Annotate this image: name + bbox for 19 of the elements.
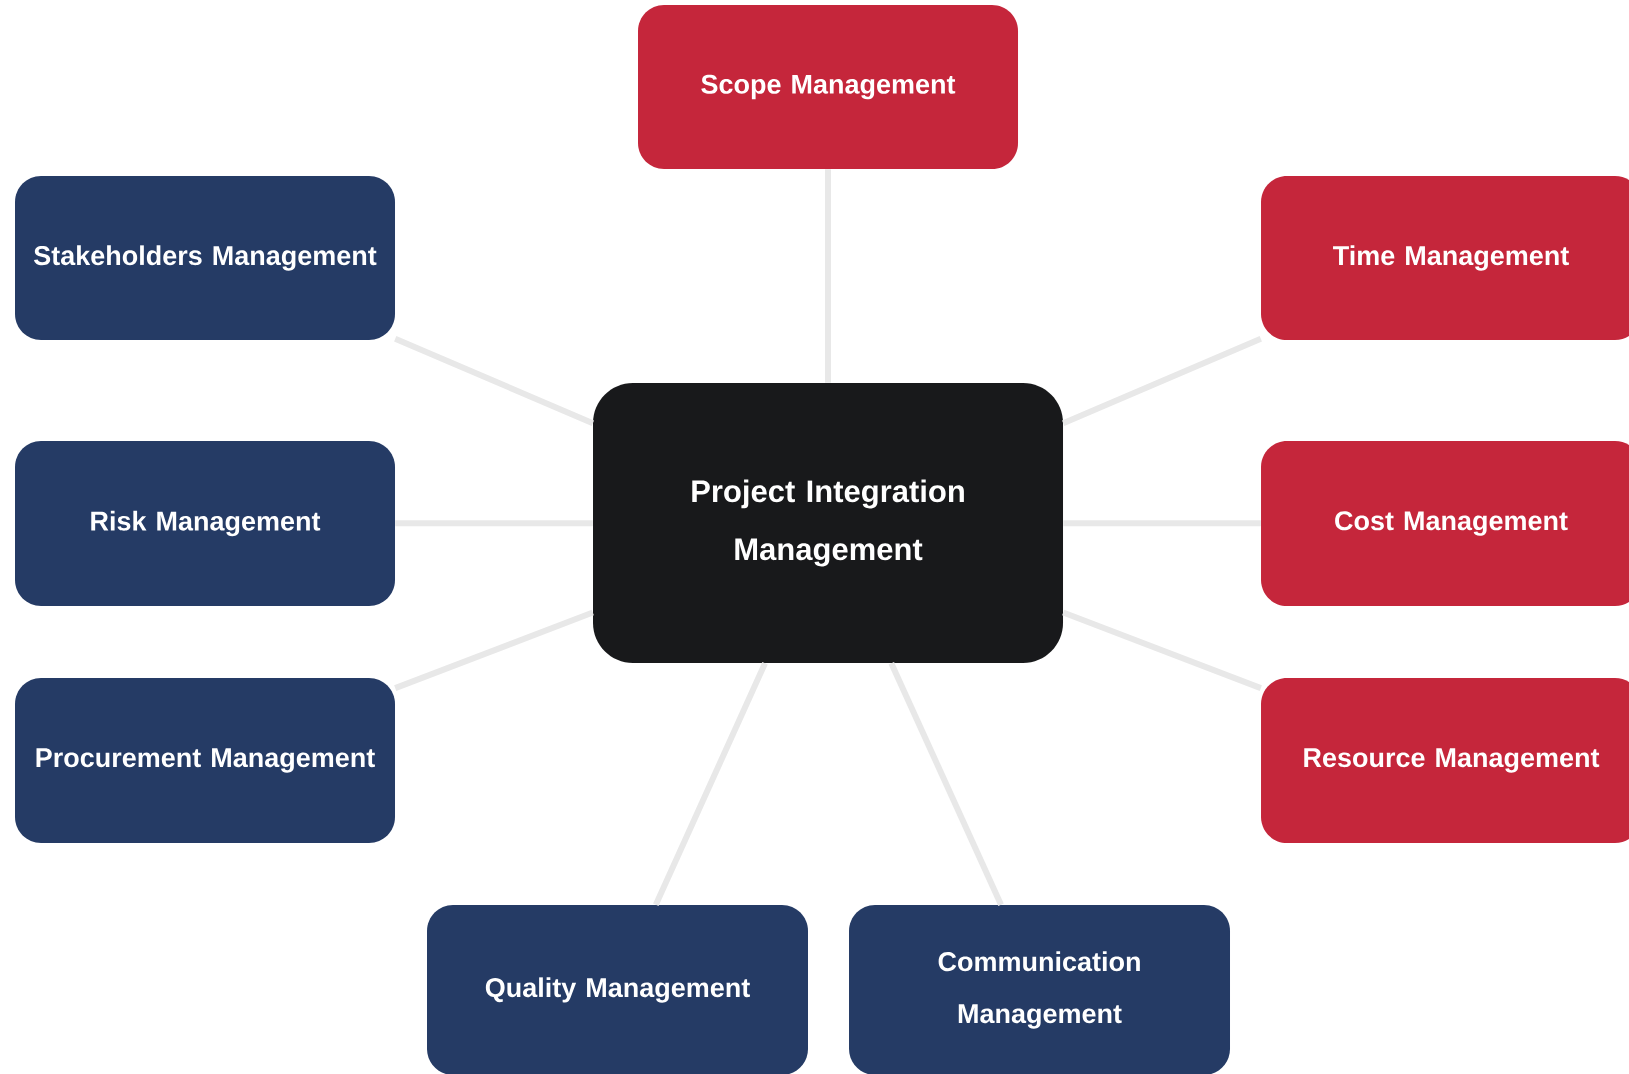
topic-box: Procurement Management xyxy=(15,678,395,843)
topic-box: Quality Management xyxy=(427,905,808,1074)
topic-box: Risk Management xyxy=(15,441,395,606)
topic-box: Resource Management xyxy=(1261,678,1629,843)
connector-line xyxy=(1062,609,1262,691)
connector-line xyxy=(1062,336,1262,426)
connector-line xyxy=(394,336,594,426)
topic-box: Time Management xyxy=(1261,176,1629,340)
connector-line xyxy=(653,661,768,907)
connector-line xyxy=(1063,520,1261,527)
connector-line xyxy=(394,609,594,691)
topic-box: Scope Management xyxy=(638,5,1018,169)
topic-box: Stakeholders Management xyxy=(15,176,395,340)
connector-line xyxy=(395,520,593,527)
connector-line xyxy=(888,661,1004,907)
connector-line xyxy=(825,169,831,383)
hub-box: Project Integration Management xyxy=(593,383,1063,663)
topic-box: Cost Management xyxy=(1261,441,1629,606)
topic-box: Communication Management xyxy=(849,905,1230,1074)
